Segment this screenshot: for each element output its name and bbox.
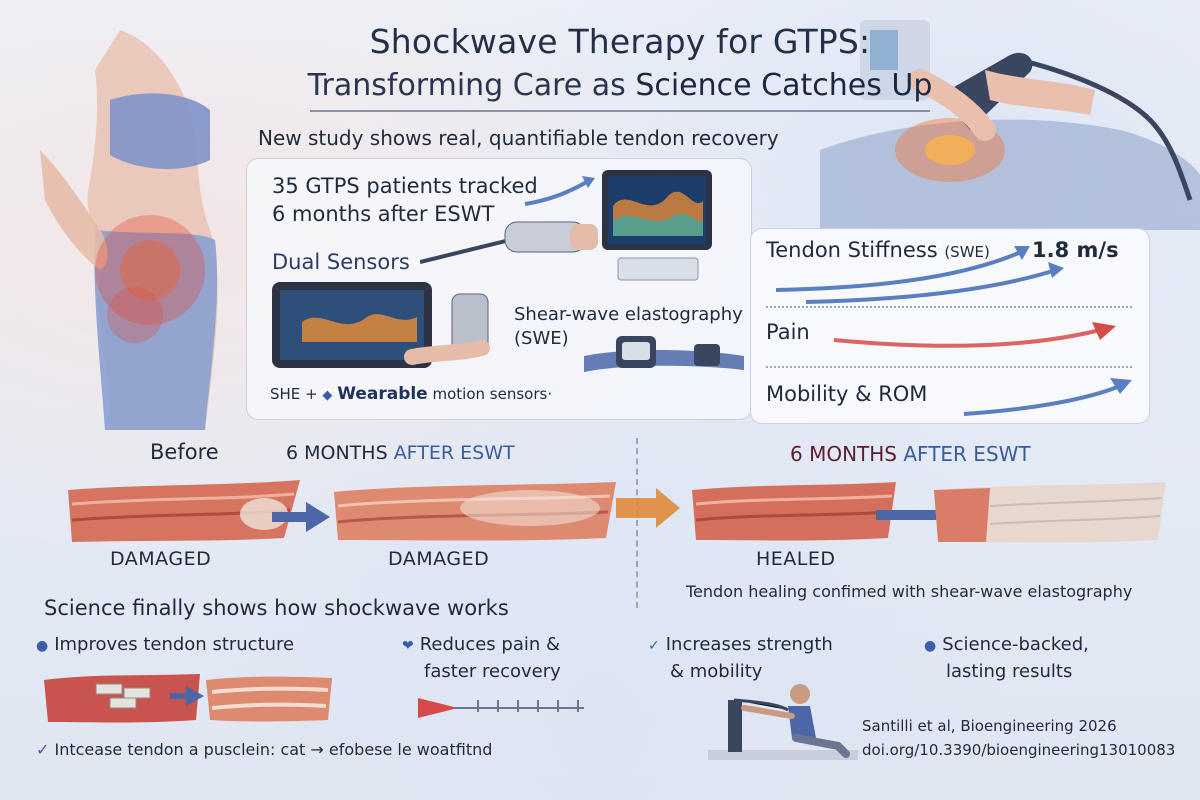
hip-pain-illustration <box>40 30 218 430</box>
pain-trend-arrow-icon <box>833 322 1116 348</box>
tendon-damaged-illustration <box>68 480 300 542</box>
patients-line-1: 35 GTPS patients tracked <box>272 174 538 198</box>
tendon-stiffness-value: 1.8 m/s <box>1032 238 1119 262</box>
pain-label: Pain <box>766 320 810 344</box>
monitor-icon <box>602 170 712 281</box>
arrow-icon <box>524 176 595 206</box>
swe-label: Shear-wave elastography (SWE) <box>514 303 743 351</box>
lead-text: New study shows real, quantifiable tendo… <box>258 126 779 150</box>
page-subtitle: Transforming Care as Science Catches Up <box>240 68 1000 103</box>
after-word-left: AFTER ESWT <box>393 442 515 464</box>
check-icon: ✓ <box>648 638 660 654</box>
after-months-right: 6 MONTHS <box>790 442 904 466</box>
wearable-suffix: motion sensors· <box>432 385 553 403</box>
after-eswt-label-right: 6 MONTHS AFTER ESWT <box>790 442 1031 466</box>
check-icon: ✓ <box>36 740 50 759</box>
wearable-prefix: SHE + <box>270 385 318 403</box>
after-eswt-label-left: 6 MONTHS AFTER ESWT <box>286 442 515 464</box>
bullet-dot-icon: ● <box>36 638 49 654</box>
probe-icon <box>420 221 598 264</box>
subtitle-text: Transforming Care as <box>307 68 636 103</box>
after-word-right: AFTER ESWT <box>903 442 1031 466</box>
benefit-pain: ❤ Reduces pain & faster recovery <box>402 632 561 684</box>
eswt-treatment-illustration <box>820 20 1200 230</box>
stiffness-trend-arrow-icon <box>775 246 1064 304</box>
citation: Santilli et al, Bioengineering 2026 doi.… <box>862 714 1175 762</box>
arrow-icon <box>272 502 330 532</box>
mobility-trend-arrow-icon <box>963 378 1132 416</box>
wearable-sensors-line: SHE + ◆ Wearable motion sensors· <box>270 384 552 404</box>
patients-text: 35 GTPS patients tracked 6 months after … <box>272 172 538 228</box>
benefit-structure-text: Improves tendon structure <box>54 634 295 655</box>
diamond-icon: ◆ <box>322 388 333 403</box>
benefit-strength-line-2: & mobility <box>670 661 763 682</box>
rehab-exercise-illustration <box>708 684 858 760</box>
footnote-text: ✓ Intcease tendon a pusclein: cat → efob… <box>36 740 492 759</box>
benefit-strength: ✓ Increases strength & mobility <box>648 632 833 684</box>
state-label-damaged: DAMAGED <box>110 548 212 570</box>
benefit-pain-line-1: Reduces pain & <box>419 634 561 655</box>
mobility-label: Mobility & ROM <box>766 382 928 406</box>
page-title: Shockwave Therapy for GTPS: <box>369 22 871 61</box>
swe-label-line-2: (SWE) <box>514 328 569 349</box>
after-months-left: 6 MONTHS <box>286 442 394 464</box>
pain-reduction-scale-illustration <box>418 698 584 718</box>
benefit-structure: ● Improves tendon structure <box>36 632 294 659</box>
tendon-stiffness-label: Tendon Stiffness (SWE) <box>766 238 990 262</box>
tendon-stiffness-text: Tendon Stiffness <box>766 238 938 262</box>
citation-doi[interactable]: doi.org/10.3390/bioengineering13010083 <box>862 741 1176 759</box>
subtitle-emphasis: Science Catches Up <box>635 68 933 103</box>
state-label-damaged-2: DAMAGED <box>388 548 490 570</box>
wearable-emphasis: Wearable <box>337 384 428 404</box>
tendon-stiffness-suffix: (SWE) <box>944 243 990 261</box>
tendon-damaged-illustration-2 <box>334 482 616 541</box>
state-label-healed: HEALED <box>756 548 836 570</box>
swe-label-line-1: Shear-wave elastography <box>514 304 743 325</box>
dual-sensors-label: Dual Sensors <box>272 250 410 274</box>
metric-divider <box>766 306 1132 308</box>
section-divider <box>636 438 638 608</box>
metrics-panel <box>750 228 1150 424</box>
bullet-dot-icon: ● <box>924 638 937 654</box>
science-title: Science finally shows how shockwave work… <box>44 596 509 620</box>
tablet-icon <box>272 282 490 368</box>
healing-caption: Tendon healing confimed with shear-wave … <box>686 582 1133 601</box>
tendon-before-illustration <box>692 482 896 541</box>
benefit-science-line-2: lasting results <box>946 661 1073 682</box>
footnote-body: Intcease tendon a pusclein: cat → efobes… <box>54 740 493 759</box>
benefit-science-line-1: Science-backed, <box>942 634 1089 655</box>
tendon-healed-illustration <box>934 482 1166 543</box>
title-divider <box>310 110 930 112</box>
heart-icon: ❤ <box>402 638 414 654</box>
metric-divider <box>766 366 1132 368</box>
muscle-fiber-illustration <box>44 674 332 723</box>
patients-line-2: 6 months after ESWT <box>272 202 495 226</box>
benefit-pain-line-2: faster recovery <box>424 661 561 682</box>
benefit-science: ● Science-backed, lasting results <box>924 632 1089 684</box>
benefit-strength-line-1: Increases strength <box>665 634 833 655</box>
citation-source: Santilli et al, Bioengineering 2026 <box>862 717 1117 735</box>
wearable-sensor-icon <box>584 336 744 372</box>
chevron-right-icon <box>616 488 680 528</box>
before-label: Before <box>150 440 219 464</box>
